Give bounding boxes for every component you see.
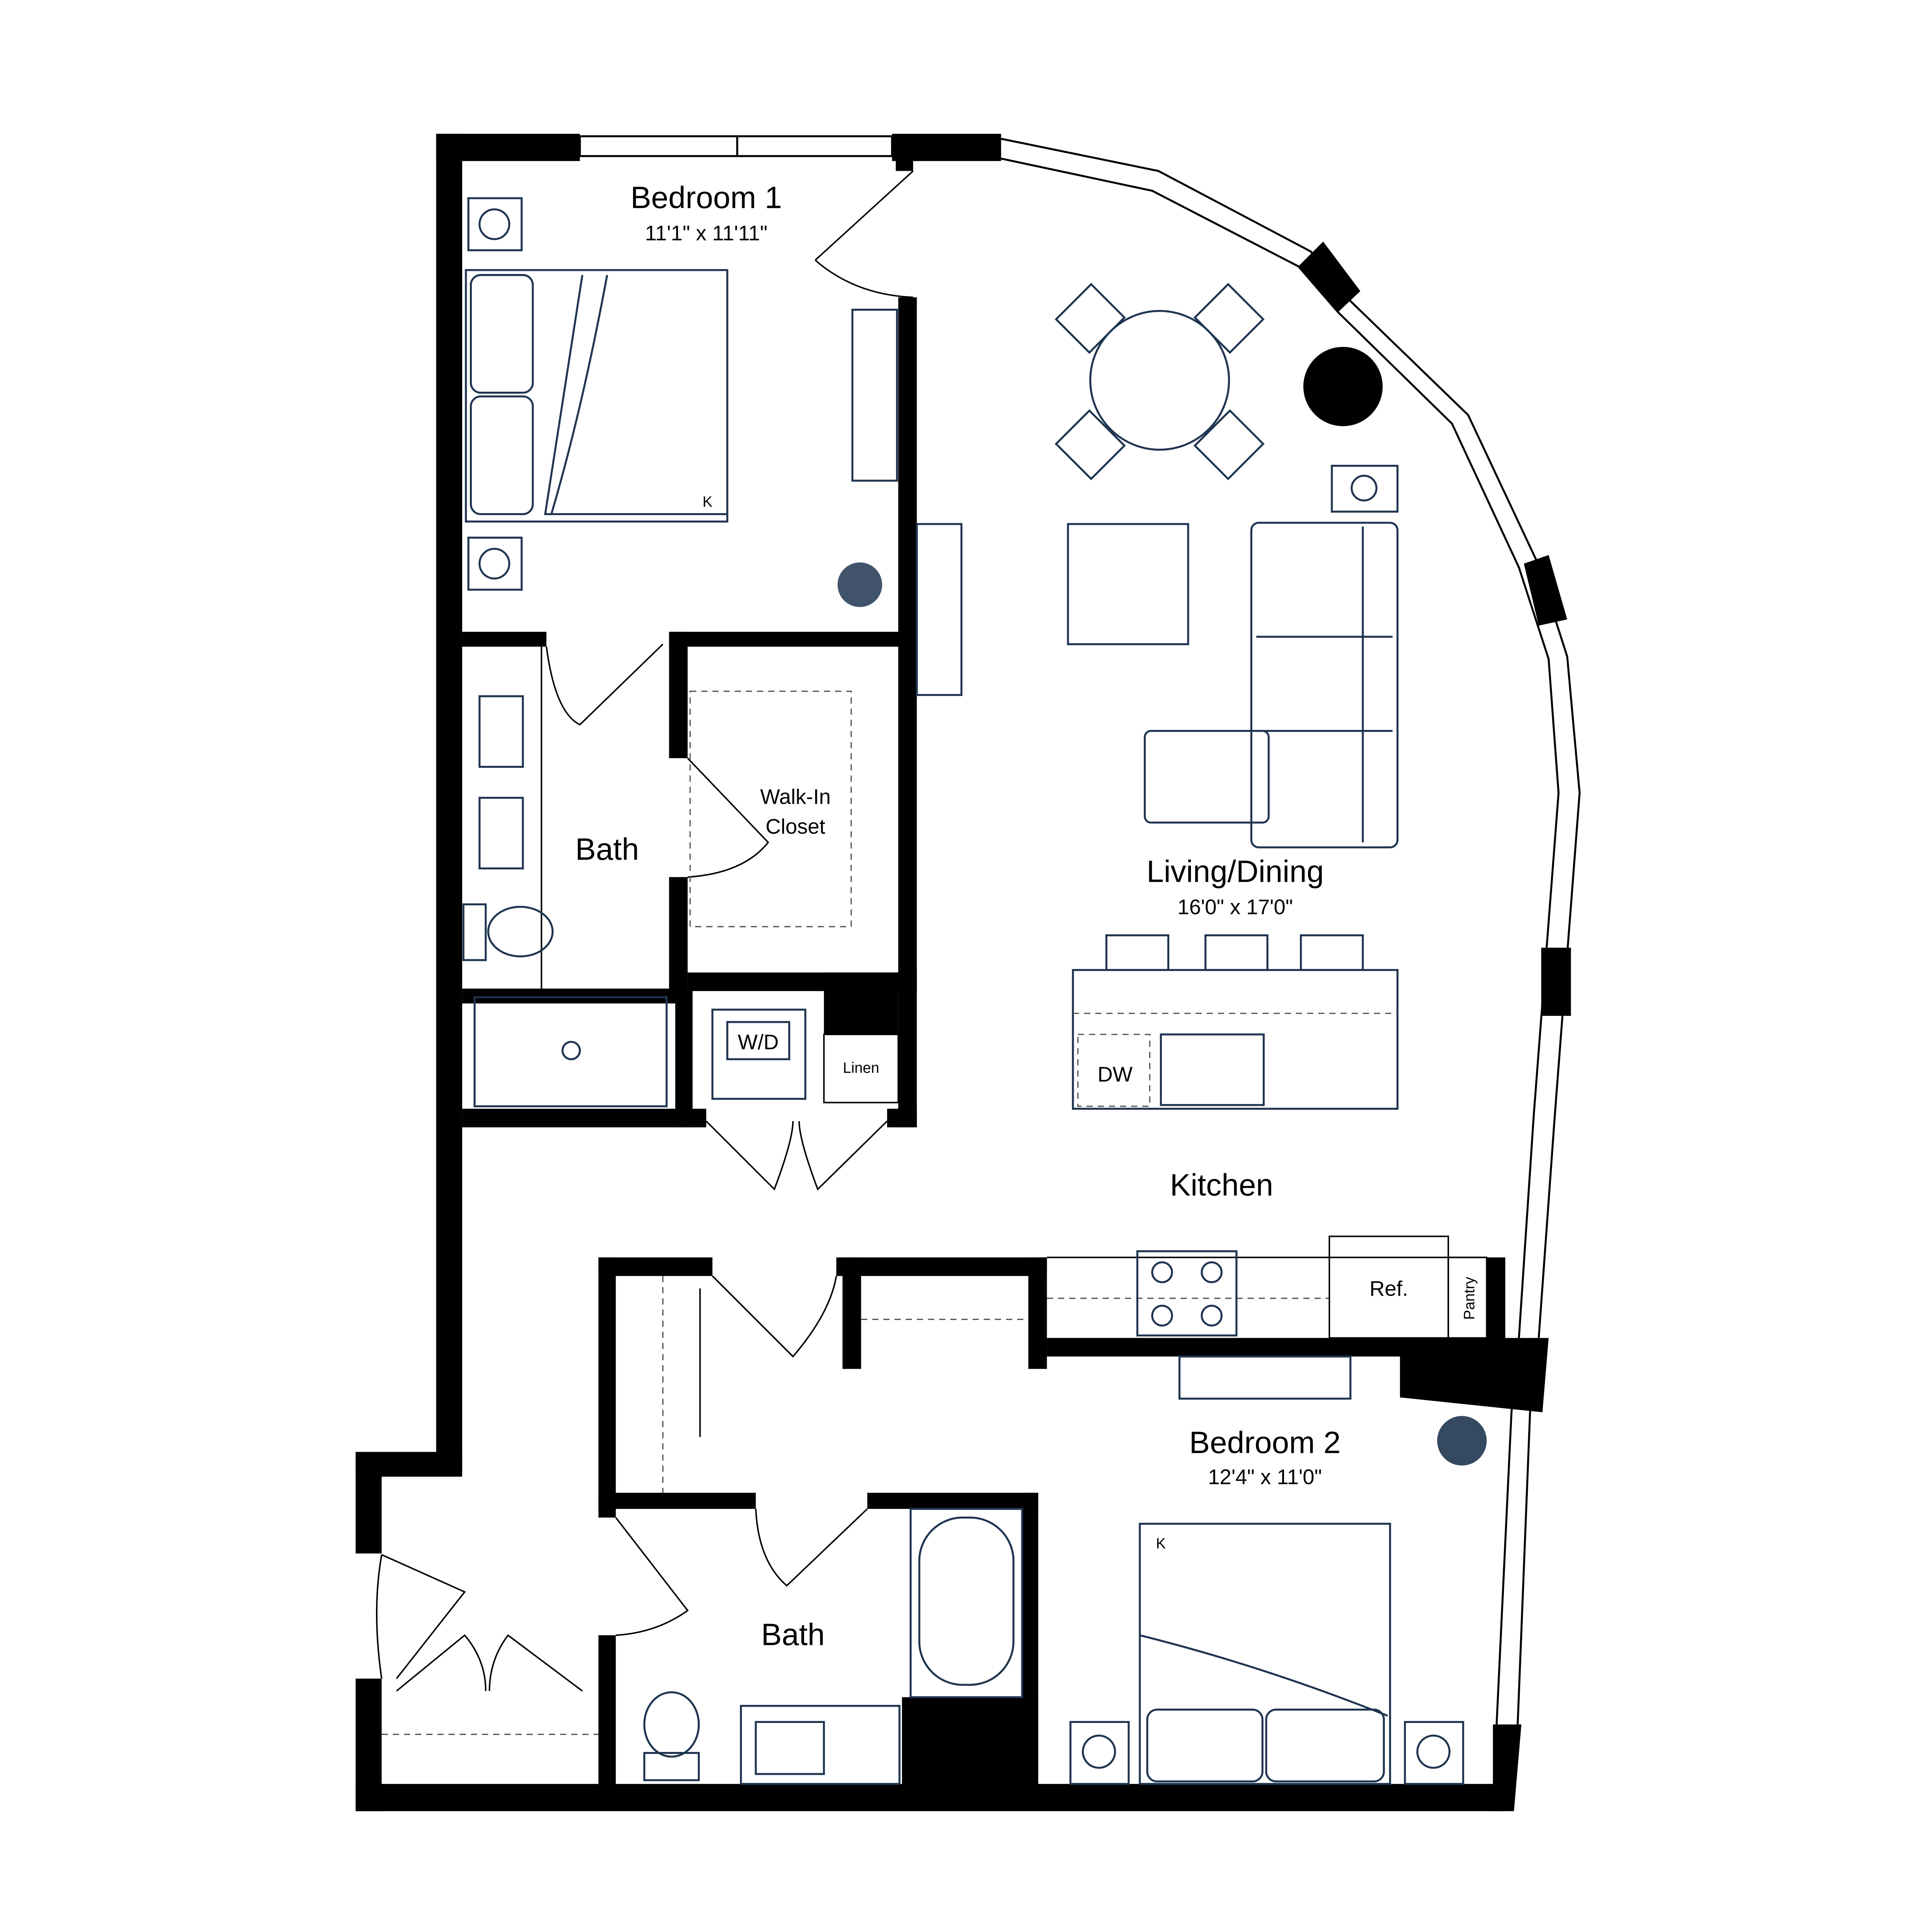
chair-icon xyxy=(1300,934,1364,971)
plant-icon xyxy=(837,562,882,607)
nightstand-icon xyxy=(467,197,523,252)
bed-size-mark: K xyxy=(702,493,713,510)
column-icon xyxy=(1303,347,1383,426)
sink-icon xyxy=(478,797,524,870)
washer-dryer-label: W/D xyxy=(738,1031,779,1054)
room-labels: Bedroom 1 11'1" x 11'11" K Bath Walk-In … xyxy=(575,180,1478,1652)
tv-icon xyxy=(851,308,898,482)
shower-icon xyxy=(473,996,668,1107)
chair-icon xyxy=(1193,282,1265,354)
sofa-icon xyxy=(1250,522,1399,849)
refrigerator-label: Ref. xyxy=(1369,1277,1408,1301)
pantry-label: Pantry xyxy=(1461,1277,1478,1320)
furniture xyxy=(381,197,1488,1785)
coffee-table-icon xyxy=(1067,523,1189,645)
nightstand-icon xyxy=(1069,1721,1130,1785)
room-dims-bedroom2: 12'4" x 11'0" xyxy=(1208,1465,1322,1489)
windows xyxy=(579,135,1581,1725)
toilet-icon xyxy=(643,1691,700,1758)
room-name-bath2: Bath xyxy=(761,1617,825,1652)
room-name-living: Living/Dining xyxy=(1146,854,1324,889)
room-name-closet-line1: Walk-In xyxy=(760,785,831,809)
room-name-bedroom1: Bedroom 1 xyxy=(631,180,782,215)
dishwasher-label: DW xyxy=(1097,1063,1133,1086)
chair-icon xyxy=(1105,934,1170,971)
sink-icon xyxy=(1160,1033,1265,1106)
sink-icon xyxy=(478,695,524,768)
bed-icon xyxy=(465,269,728,523)
floor-plan: Bedroom 1 11'1" x 11'11" K Bath Walk-In … xyxy=(355,134,1581,1811)
linen-label: Linen xyxy=(843,1060,879,1076)
room-name-kitchen: Kitchen xyxy=(1170,1167,1273,1202)
room-name-closet-line2: Closet xyxy=(765,815,825,838)
chair-icon xyxy=(1054,282,1126,354)
dining-table-icon xyxy=(1089,310,1230,451)
plant-icon xyxy=(1437,1416,1487,1466)
toilet-icon xyxy=(487,906,554,957)
room-name-bedroom2: Bedroom 2 xyxy=(1189,1425,1341,1460)
chair-icon xyxy=(1204,934,1269,971)
chair-icon xyxy=(1054,409,1126,481)
washer-dryer-icon xyxy=(711,1009,806,1100)
room-name-bath1: Bath xyxy=(575,832,639,866)
bed-size-mark: K xyxy=(1156,1536,1166,1552)
room-dims-living: 16'0" x 17'0" xyxy=(1177,895,1293,919)
chair-icon xyxy=(1193,409,1265,481)
tv-icon xyxy=(1178,1355,1352,1400)
sink-icon xyxy=(740,1705,901,1785)
bed-icon xyxy=(1139,1522,1391,1785)
stove-icon xyxy=(1136,1250,1238,1337)
nightstand-icon xyxy=(467,536,523,591)
walls xyxy=(355,134,1571,1811)
nightstand-icon xyxy=(1404,1721,1464,1785)
lamp-icon xyxy=(1331,464,1399,513)
door-swings xyxy=(376,170,914,1692)
kitchen-island xyxy=(1072,969,1399,1110)
tv-icon xyxy=(916,523,963,696)
room-dims-bedroom1: 11'1" x 11'11" xyxy=(645,221,767,245)
bathtub-icon xyxy=(910,1508,1023,1698)
